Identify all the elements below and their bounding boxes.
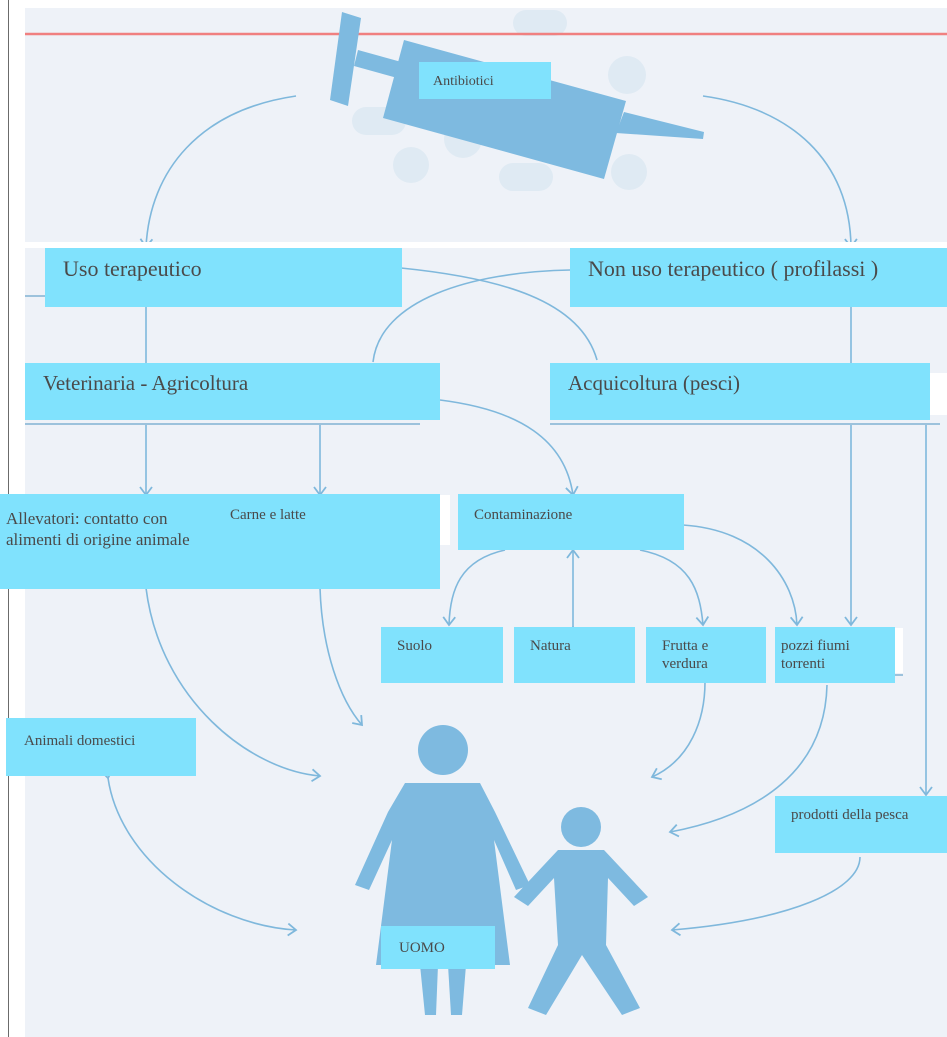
connector-arrows bbox=[100, 95, 933, 937]
node-prodotti-pesca-label: prodotti della pesca bbox=[791, 807, 909, 823]
node-non-uso-terapeutico: Non uso terapeutico ( profilassi ) bbox=[570, 248, 947, 307]
node-frutta-verdura: Frutta e verdura bbox=[646, 627, 766, 683]
node-antibiotici: Antibiotici bbox=[419, 62, 551, 99]
node-uomo: UOMO bbox=[381, 926, 495, 969]
node-natura: Natura bbox=[514, 627, 635, 683]
node-carne-latte: Carne e latte bbox=[230, 507, 306, 523]
woman-figure-icon bbox=[355, 725, 530, 1015]
node-pozzi-label: pozzi fiumi torrenti bbox=[781, 638, 850, 672]
section-rules bbox=[25, 295, 940, 676]
node-suolo: Suolo bbox=[381, 627, 503, 683]
node-veterinaria-agricoltura: Veterinaria - Agricoltura bbox=[25, 363, 440, 420]
white-patch bbox=[895, 628, 903, 673]
white-patch bbox=[438, 495, 450, 545]
white-patch bbox=[930, 373, 947, 415]
node-acquicoltura: Acquicoltura (pesci) bbox=[550, 363, 930, 420]
child-figure-icon bbox=[514, 807, 648, 1015]
node-frutta-verdura-label: Frutta e verdura bbox=[662, 638, 709, 672]
white-band bbox=[25, 242, 947, 248]
node-animali-domestici: Animali domestici bbox=[6, 718, 196, 776]
node-prodotti-pesca: prodotti della pesca bbox=[775, 796, 947, 853]
node-allevatori: Allevatori: contatto con alimenti di ori… bbox=[6, 509, 190, 550]
node-group-allevatori-carne: Allevatori: contatto con alimenti di ori… bbox=[0, 494, 440, 589]
node-contaminazione: Contaminazione bbox=[458, 494, 684, 550]
node-uso-terapeutico: Uso terapeutico bbox=[45, 248, 402, 307]
node-pozzi: pozzi fiumi torrenti bbox=[775, 627, 895, 683]
